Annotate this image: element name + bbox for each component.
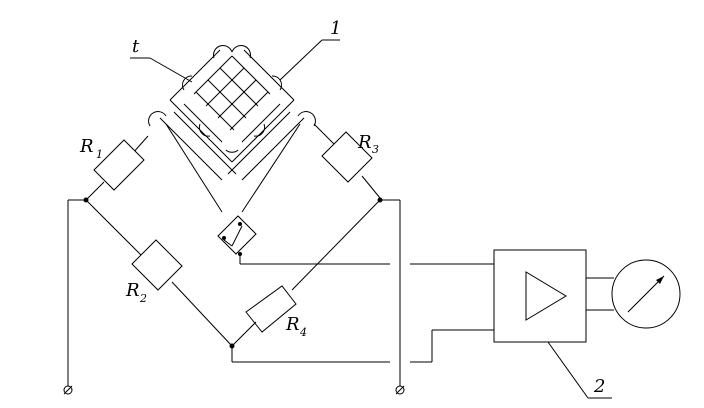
resistor-r3: R 3 [313, 123, 381, 199]
terminal-right [395, 385, 405, 395]
r4-subscript: 4 [299, 326, 307, 339]
r4-label: R [285, 314, 300, 335]
r3-subscript: 3 [372, 143, 379, 156]
callout-2-label: 2 [593, 376, 605, 397]
label-t: t [132, 36, 140, 57]
meter [586, 259, 681, 329]
meter-dial [611, 259, 681, 329]
resistor-r4: R 4 [245, 285, 307, 339]
r1-label: R [79, 136, 94, 157]
thermocouple-junction [217, 215, 390, 265]
amplifier-block: 2 [493, 249, 612, 399]
supply-leads [63, 199, 405, 395]
r3-label: R [357, 132, 372, 153]
amplifier-input-leads [410, 263, 494, 363]
resistor-r1: R 1 [79, 136, 145, 191]
amplifier-triangle-icon [525, 271, 567, 321]
resistor-r2: R 2 [125, 239, 183, 305]
heater-coil-lattice [148, 45, 316, 213]
r1-subscript: 1 [96, 148, 103, 161]
callout-1-label: 1 [330, 18, 341, 39]
callout-1-group: 1 [279, 18, 341, 81]
label-t-group: t [130, 36, 193, 83]
terminal-left [63, 385, 73, 395]
r2-label: R [125, 280, 140, 301]
r2-subscript: 2 [139, 292, 147, 305]
bridge-network: R 1 R 3 R 2 R 4 [79, 123, 390, 363]
